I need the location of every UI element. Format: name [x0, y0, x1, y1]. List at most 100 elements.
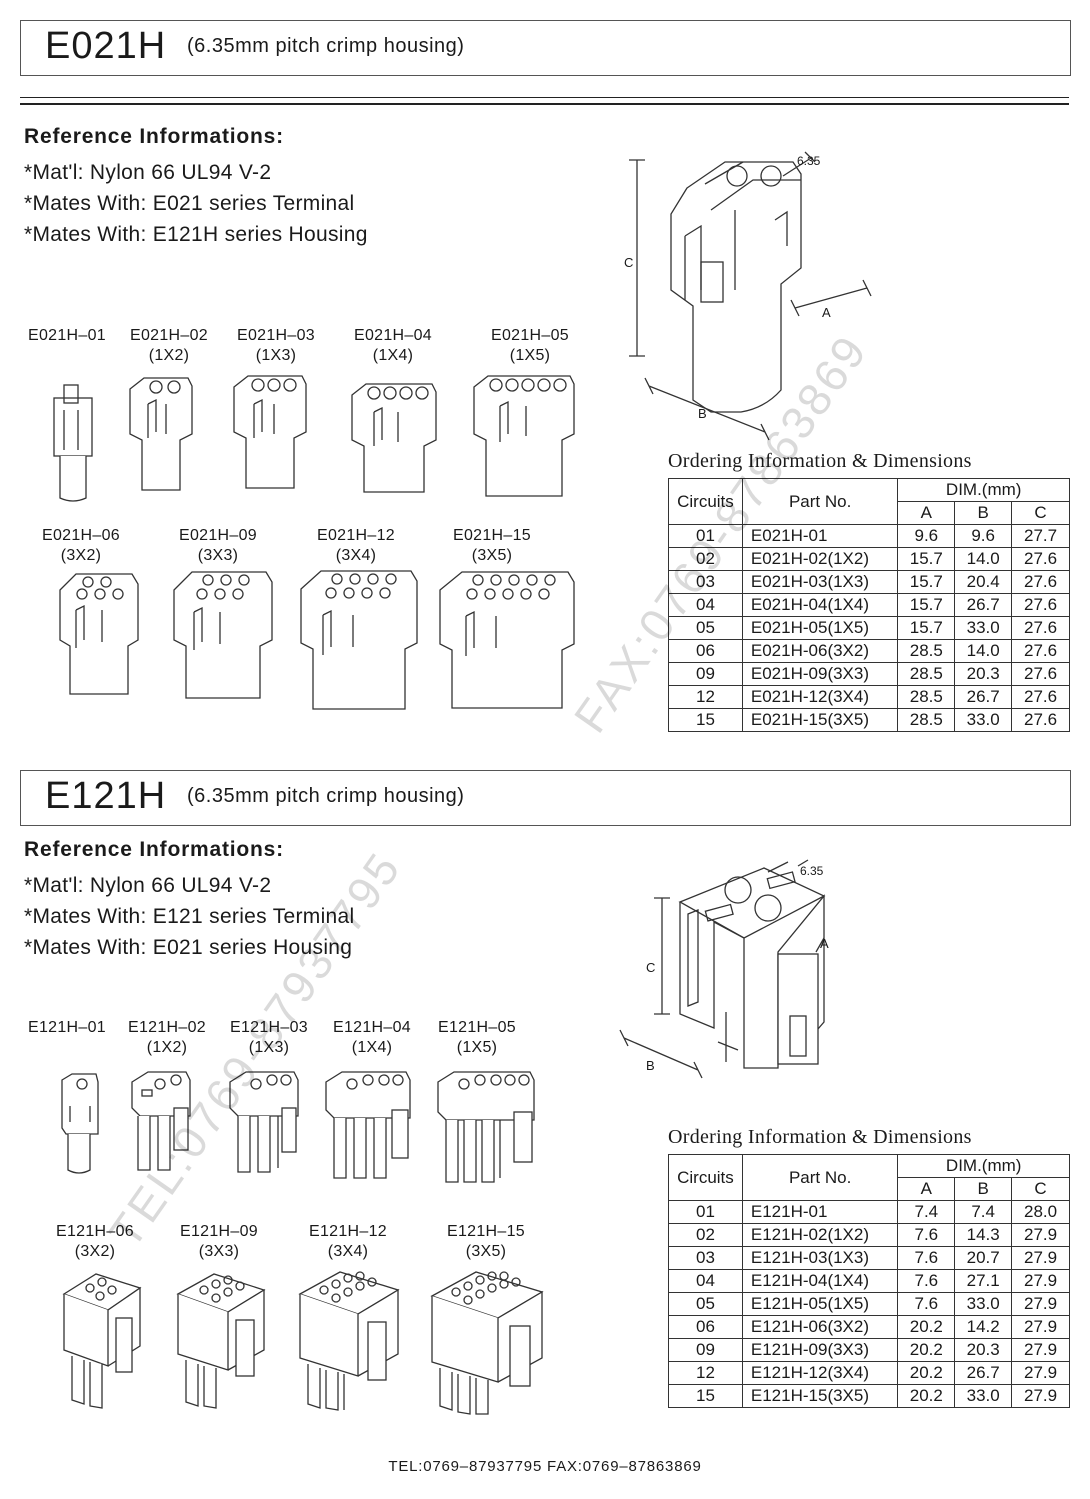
cell-part-no: E021H-09(3X3) — [741, 662, 899, 686]
cell-dim-c: 27.6 — [1011, 616, 1070, 640]
header-a: A — [897, 1177, 956, 1201]
dim-pitch: 6.35 — [797, 154, 821, 168]
cell-part-no: E021H-12(3X4) — [741, 685, 899, 709]
header-c: C — [1011, 1177, 1070, 1201]
cell-dim-c: 27.6 — [1011, 639, 1070, 663]
cell-dim-a: 7.6 — [897, 1292, 956, 1316]
cell-dim-a: 28.5 — [897, 708, 956, 732]
housing-illustration — [176, 1273, 266, 1409]
cell-part-no: E121H-04(1X4) — [741, 1269, 899, 1293]
housing-illustration — [131, 1071, 191, 1171]
header-part: Part No. — [741, 1154, 899, 1201]
ordering-title: Ordering Information & Dimensions — [668, 1126, 972, 1148]
dim-label-c: C — [624, 255, 634, 270]
title-box: E021H (6.35mm pitch crimp housing) — [20, 20, 1071, 76]
cell-part-no: E121H-02(1X2) — [741, 1223, 899, 1247]
housing-illustration — [233, 375, 307, 489]
cell-dim-c: 27.6 — [1011, 547, 1070, 571]
cell-circuits: 15 — [668, 1384, 743, 1408]
cell-dim-b: 26.7 — [954, 685, 1013, 709]
housing-illustration — [229, 1071, 299, 1173]
cell-circuits: 03 — [668, 1246, 743, 1270]
series-code: E021H — [45, 25, 167, 67]
cell-dim-b: 20.7 — [954, 1246, 1013, 1270]
cell-circuits: 04 — [668, 1269, 743, 1293]
cell-dim-c: 27.6 — [1011, 570, 1070, 594]
product-label: E021H–09(3X3) — [178, 527, 258, 564]
cell-part-no: E121H-05(1X5) — [741, 1292, 899, 1316]
reference-heading: Reference Informations: — [24, 125, 284, 148]
divider — [20, 103, 1069, 105]
cell-part-no: E121H-15(3X5) — [741, 1384, 899, 1408]
product-label: E021H–15(3X5) — [452, 527, 532, 564]
series-subtitle: (6.35mm pitch crimp housing) — [187, 785, 465, 807]
header-dim: DIM.(mm) — [897, 1154, 1070, 1178]
cell-dim-a: 20.2 — [897, 1315, 956, 1339]
footer-contact: TEL:0769–87937795 FAX:0769–87863869 — [388, 1458, 702, 1475]
product-label: E021H–03(1X3) — [236, 327, 316, 364]
housing-illustration — [325, 1071, 411, 1179]
cell-dim-b: 14.0 — [954, 639, 1013, 663]
housing-illustration — [173, 571, 273, 699]
cell-dim-a: 28.5 — [897, 639, 956, 663]
cell-dim-c: 27.6 — [1011, 685, 1070, 709]
cell-dim-a: 15.7 — [897, 547, 956, 571]
cell-dim-a: 15.7 — [897, 593, 956, 617]
product-label: E121H–02(1X2) — [127, 1019, 207, 1056]
cell-part-no: E021H-05(1X5) — [741, 616, 899, 640]
cell-part-no: E021H-03(1X3) — [741, 570, 899, 594]
cell-circuits: 05 — [668, 616, 743, 640]
header-b: B — [954, 1177, 1013, 1201]
cell-circuits: 04 — [668, 593, 743, 617]
cell-part-no: E121H-09(3X3) — [741, 1338, 899, 1362]
cell-dim-c: 27.9 — [1011, 1384, 1070, 1408]
dim-label-b: B — [646, 1058, 655, 1073]
product-label: E121H–09(3X3) — [179, 1223, 259, 1260]
cell-dim-a: 7.6 — [897, 1269, 956, 1293]
product-label: E121H–01 — [27, 1019, 107, 1036]
cell-dim-b: 33.0 — [954, 616, 1013, 640]
housing-illustration — [61, 1073, 99, 1174]
housing-illustration — [439, 571, 575, 709]
housing-illustration — [300, 570, 418, 710]
cell-circuits: 06 — [668, 639, 743, 663]
cell-dim-c: 27.9 — [1011, 1292, 1070, 1316]
reference-line: *Mat'l: Nylon 66 UL94 V-2 — [24, 874, 272, 897]
cell-dim-a: 28.5 — [897, 662, 956, 686]
dim-label-b: B — [698, 406, 707, 421]
dim-label-c: C — [646, 960, 656, 975]
cell-circuits: 09 — [668, 662, 743, 686]
cell-dim-b: 14.3 — [954, 1223, 1013, 1247]
product-label: E021H–01 — [27, 327, 107, 344]
housing-illustration — [473, 375, 575, 497]
cell-dim-b: 33.0 — [954, 708, 1013, 732]
cell-circuits: 12 — [668, 1361, 743, 1385]
cell-dim-c: 28.0 — [1011, 1200, 1070, 1224]
dim-pitch: 6.35 — [800, 864, 824, 878]
cell-dim-c: 27.9 — [1011, 1361, 1070, 1385]
cell-dim-b: 27.1 — [954, 1269, 1013, 1293]
cell-part-no: E021H-01 — [741, 524, 899, 548]
product-label: E121H–04(1X4) — [332, 1019, 412, 1056]
series-code: E121H — [45, 775, 167, 817]
reference-line: *Mates With: E021 series Housing — [24, 936, 353, 959]
housing-illustration — [129, 377, 193, 491]
cell-dim-b: 7.4 — [954, 1200, 1013, 1224]
cell-part-no: E021H-04(1X4) — [741, 593, 899, 617]
cell-part-no: E121H-03(1X3) — [741, 1246, 899, 1270]
cell-dim-a: 7.4 — [897, 1200, 956, 1224]
series-subtitle: (6.35mm pitch crimp housing) — [187, 35, 465, 57]
cell-dim-a: 20.2 — [897, 1361, 956, 1385]
housing-illustration — [59, 573, 139, 695]
cell-dim-b: 20.3 — [954, 662, 1013, 686]
cell-dim-b: 33.0 — [954, 1384, 1013, 1408]
